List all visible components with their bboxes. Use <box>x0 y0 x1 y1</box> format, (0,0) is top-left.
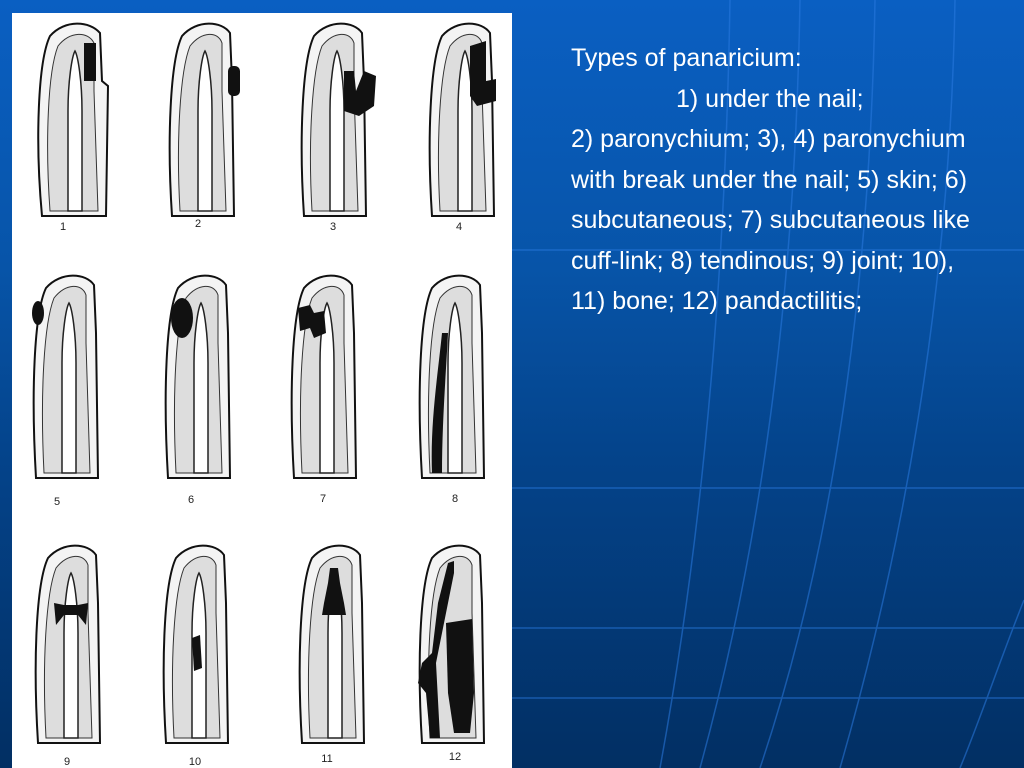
finger-figure-10 <box>156 543 246 748</box>
figure-label-10: 10 <box>188 756 202 768</box>
finger-figure-2 <box>162 21 242 221</box>
slide-title: Types of panaricium: <box>571 44 802 72</box>
figure-label-9: 9 <box>63 756 71 768</box>
finger-figure-8 <box>412 273 502 483</box>
finger-diagram-panel: 1 2 3 4 5 <box>12 13 512 768</box>
figure-label-2: 2 <box>194 218 202 230</box>
figure-label-4: 4 <box>455 221 463 233</box>
figure-label-7: 7 <box>319 493 327 505</box>
finger-figure-6 <box>158 273 238 483</box>
finger-figure-11 <box>292 543 372 748</box>
figure-label-12: 12 <box>448 751 462 763</box>
figure-label-5: 5 <box>53 496 61 508</box>
figure-label-8: 8 <box>451 493 459 505</box>
figure-label-1: 1 <box>59 221 67 233</box>
slide-text-block: Types of panaricium: 1) under the nail; … <box>571 38 971 322</box>
finger-figure-1 <box>30 21 110 221</box>
finger-figure-12 <box>410 543 500 748</box>
figure-label-3: 3 <box>329 221 337 233</box>
first-item-text: 1) under the nail; <box>676 84 864 113</box>
finger-figure-7 <box>284 273 364 483</box>
finger-figure-5 <box>26 273 106 483</box>
body-text: 2) paronychium; 3), 4) paronychium with … <box>571 125 970 315</box>
figure-label-6: 6 <box>187 494 195 506</box>
figure-label-11: 11 <box>321 753 333 765</box>
finger-figure-4 <box>422 21 512 221</box>
finger-figure-9 <box>28 543 118 748</box>
finger-figure-3 <box>294 21 384 221</box>
